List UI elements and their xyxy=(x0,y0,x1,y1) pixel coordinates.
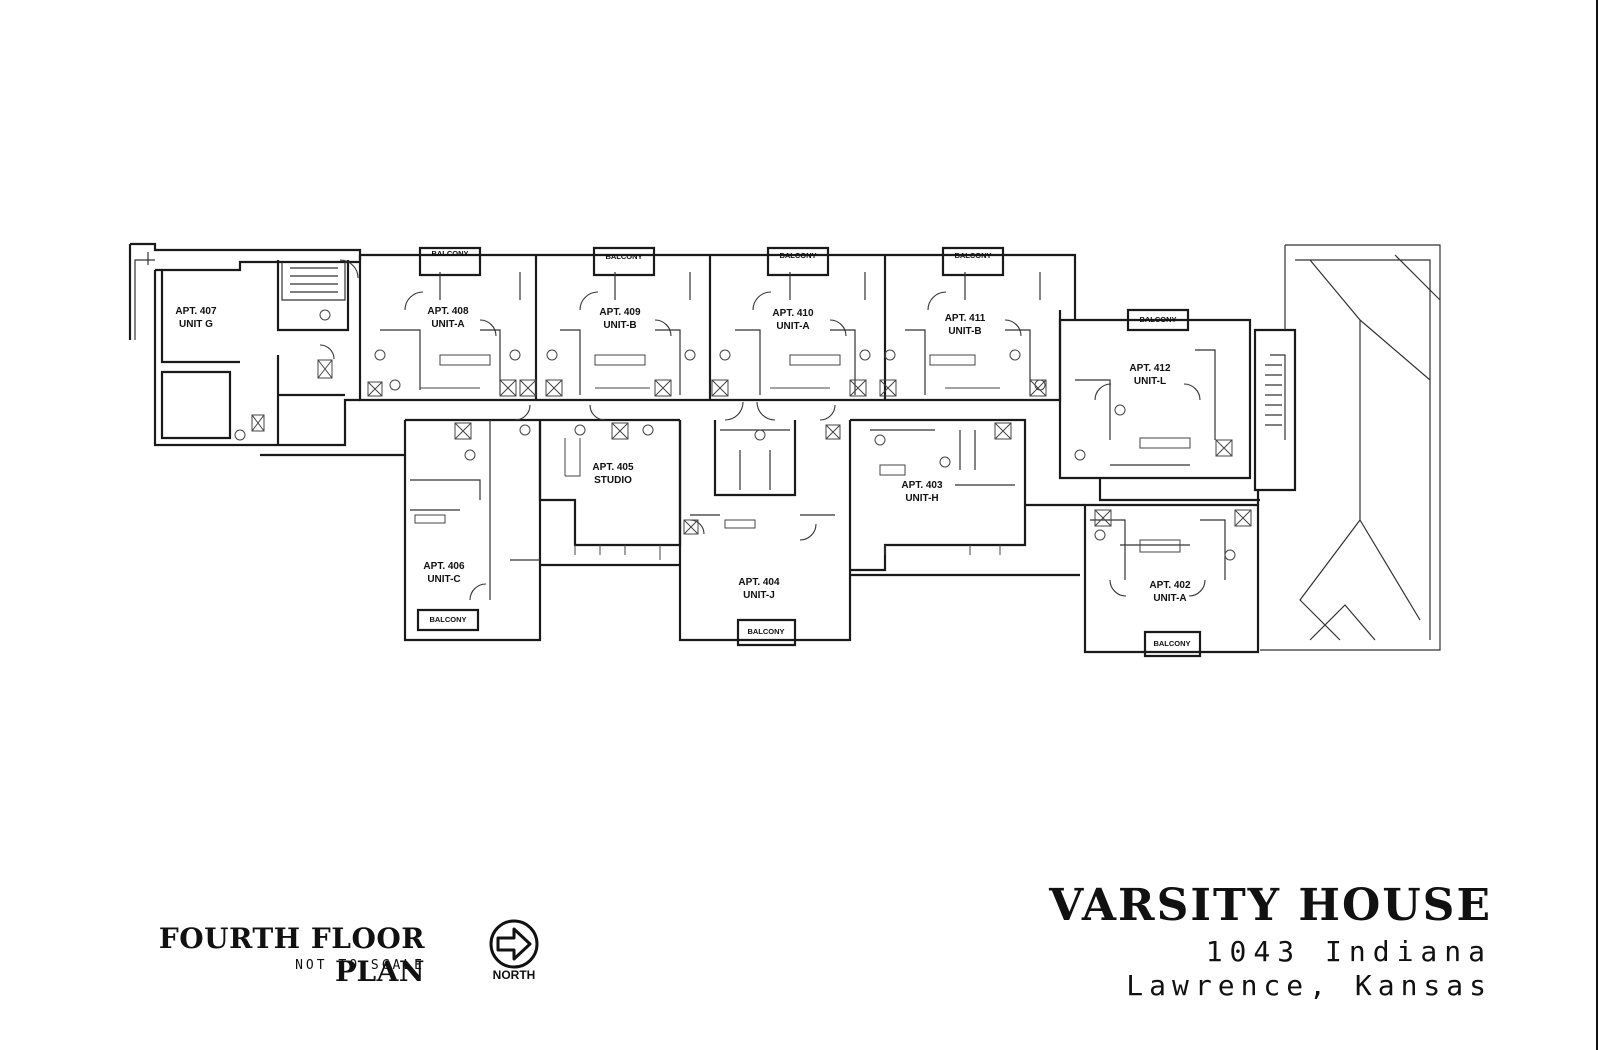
unit-type: UNIT-L xyxy=(1134,376,1166,387)
balcony-label: BALCONY xyxy=(1139,315,1176,324)
balcony-label: BALCONY xyxy=(779,251,816,260)
unit-type: UNIT-H xyxy=(905,493,938,504)
unit-apt-number: APT. 404 xyxy=(738,577,780,588)
unit-apt-number: APT. 402 xyxy=(1149,580,1191,591)
north-arrow-icon xyxy=(489,919,539,969)
balcony-labels: BALCONY BALCONY BALCONY BALCONY BALCONY … xyxy=(429,249,1190,648)
unit-type: UNIT-B xyxy=(948,326,981,337)
unit-type: UNIT-B xyxy=(603,320,636,331)
building-address: 1043 Indiana xyxy=(1205,935,1492,968)
unit-apt-number: APT. 403 xyxy=(901,480,943,491)
balcony-label: BALCONY xyxy=(747,627,784,636)
interior-partitions xyxy=(134,244,1441,651)
north-label: NORTH xyxy=(492,968,536,982)
unit-type: UNIT-A xyxy=(776,321,809,332)
building-city: Lawrence, Kansas xyxy=(1126,969,1492,1002)
balcony-label: BALCONY xyxy=(605,252,642,261)
exterior-walls xyxy=(128,242,1297,658)
unit-apt-number: APT. 408 xyxy=(427,306,469,317)
unit-apt-number: APT. 406 xyxy=(423,561,465,572)
unit-type: UNIT-A xyxy=(1153,593,1186,604)
unit-apt-number: APT. 412 xyxy=(1129,363,1171,374)
unit-apt-number: APT. 409 xyxy=(599,307,641,318)
unit-apt-number: APT. 407 xyxy=(175,306,217,317)
unit-type: UNIT G xyxy=(179,319,213,330)
unit-apt-number: APT. 411 xyxy=(945,313,986,324)
balcony-label: BALCONY xyxy=(954,251,991,260)
unit-apt-number: APT. 410 xyxy=(772,308,814,319)
page-border-rule xyxy=(1596,0,1598,1050)
building-name: VARSITY HOUSE xyxy=(1049,880,1492,931)
unit-type: UNIT-A xyxy=(431,319,464,330)
door-swings xyxy=(319,259,1206,601)
unit-labels: APT. 407 UNIT G APT. 408 UNIT-A APT. 409… xyxy=(175,306,1191,604)
unit-type: UNIT-J xyxy=(743,590,775,601)
unit-type: STUDIO xyxy=(594,475,632,486)
unit-type: UNIT-C xyxy=(427,574,460,585)
plan-scale-note: NOT TO SCALE xyxy=(295,958,425,973)
balcony-label: BALCONY xyxy=(1153,639,1190,648)
plan-title: FOURTH FLOOR PLAN xyxy=(158,922,425,988)
fixtures xyxy=(234,309,1252,561)
balcony-label: BALCONY xyxy=(429,615,466,624)
balcony-label: BALCONY xyxy=(431,249,468,258)
unit-apt-number: APT. 405 xyxy=(592,462,634,473)
north-arrow xyxy=(480,918,548,975)
